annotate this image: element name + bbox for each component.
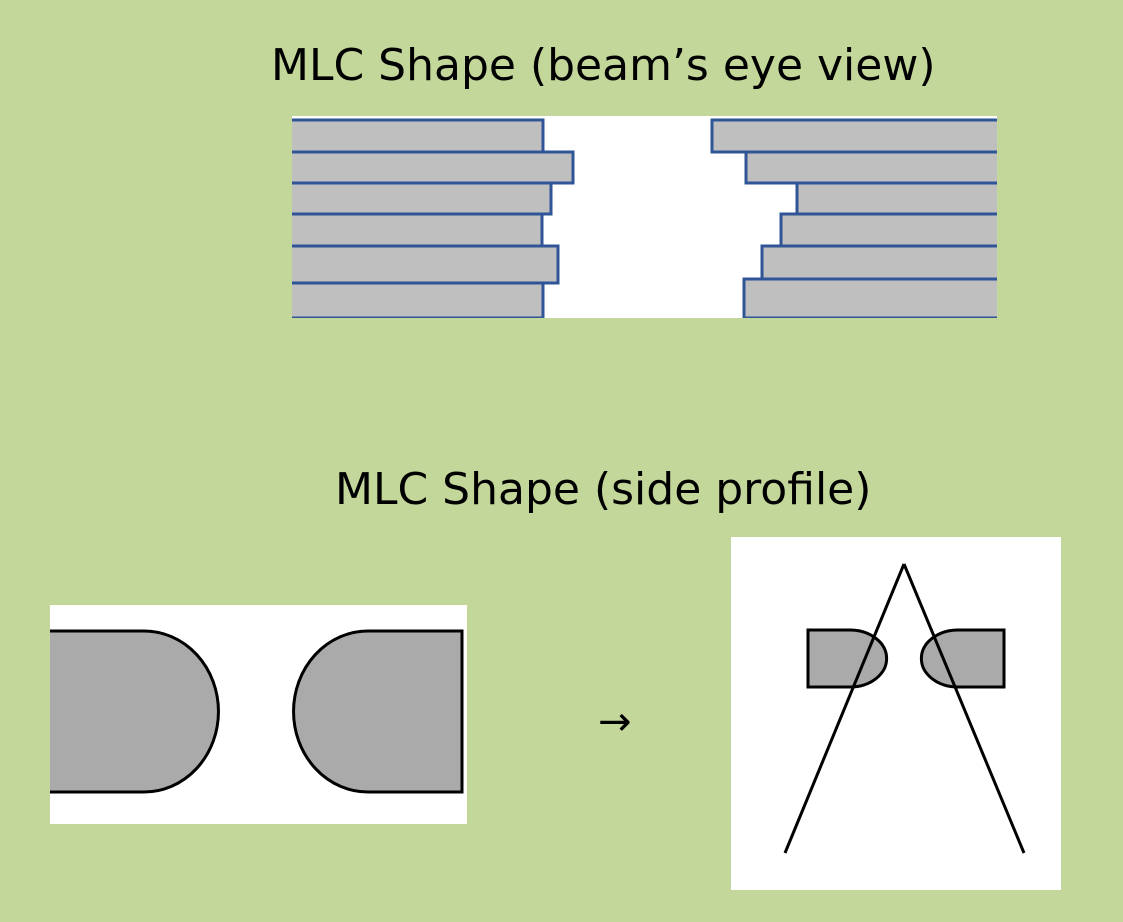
beams-eye-view-panel bbox=[292, 116, 997, 318]
left-leaf-profile bbox=[806, 628, 889, 689]
right-leaf-4 bbox=[779, 212, 997, 248]
left-leaf-5 bbox=[292, 244, 560, 285]
beams-eye-view-title: MLC Shape (beam’s eye view) bbox=[271, 40, 936, 91]
right-leaf-1 bbox=[710, 118, 997, 154]
left-leaf-4 bbox=[292, 212, 544, 248]
right-leaf-3 bbox=[795, 181, 997, 216]
right-rounded-leaf bbox=[292, 629, 464, 794]
left-rounded-leaf bbox=[50, 629, 220, 794]
right-leaf-profile bbox=[919, 628, 1006, 689]
arrow-icon: → bbox=[598, 699, 632, 745]
divergence-panel bbox=[731, 537, 1061, 890]
right-leaf-5 bbox=[760, 244, 997, 281]
beam-divergence-diagram bbox=[783, 563, 1026, 854]
left-beam-ray bbox=[783, 563, 906, 854]
right-leaf-2 bbox=[744, 150, 997, 185]
rounded-leaf-ends-diagram bbox=[50, 629, 464, 794]
right-beam-ray bbox=[902, 563, 1026, 854]
left-leaf-2 bbox=[292, 150, 575, 185]
left-leaf-6 bbox=[292, 281, 545, 318]
left-leaf-3 bbox=[292, 181, 553, 216]
left-leaf-1 bbox=[292, 118, 545, 154]
side-profile-panel bbox=[50, 605, 467, 824]
side-profile-title: MLC Shape (side profile) bbox=[335, 464, 872, 515]
mlc-leaves-diagram bbox=[292, 118, 997, 318]
right-leaf-6 bbox=[742, 277, 997, 318]
